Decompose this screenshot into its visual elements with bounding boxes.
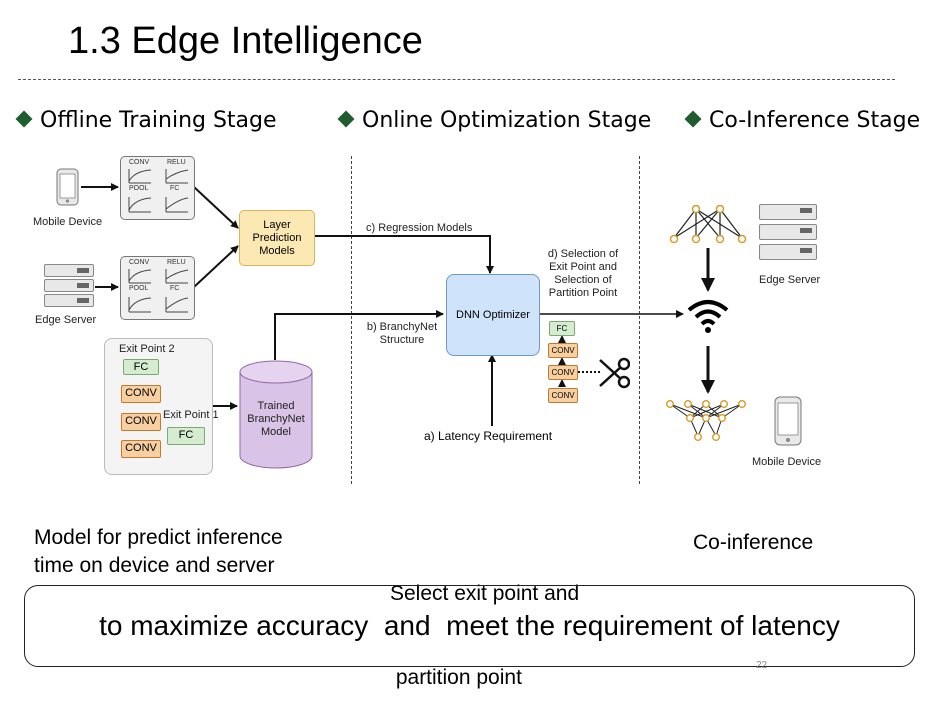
offline-caption-line: time on device and server (34, 554, 275, 577)
online-caption-line: partition point (390, 666, 522, 689)
conv-layer-block: CONV (548, 343, 578, 358)
coinference-mobile-device-label: Mobile Device (752, 456, 822, 468)
fc-layer-block: FC (167, 427, 205, 445)
stage-separator (351, 156, 352, 484)
offline-caption: Model for predict inference time on devi… (34, 524, 283, 580)
layer-profile-box-server: CONV RELU POOL FC (120, 256, 195, 320)
goal-text: to maximize accuracy and meet the requir… (99, 610, 840, 641)
smartphone-icon (774, 396, 802, 446)
mobile-device-label: Mobile Device (33, 216, 103, 228)
selection-label: d) Selection of Exit Point and Selection… (547, 248, 619, 299)
stage-co-inference: Co-Inference Stage (684, 108, 921, 133)
fc-profile-label: FC (170, 285, 180, 292)
conv-layer-block: CONV (121, 440, 161, 458)
stage-label: Co-Inference Stage (709, 108, 921, 133)
diagram-arrows (81, 183, 715, 439)
conv-layer-block: CONV (121, 385, 161, 403)
database-cylinder-icon (239, 360, 313, 469)
stage-offline-training: Offline Training Stage (15, 108, 277, 133)
stage-label: Online Optimization Stage (362, 108, 652, 133)
pool-profile-label: POOL (129, 185, 149, 192)
goal-box: to maximize accuracy and meet the requir… (24, 585, 915, 667)
smartphone-icon (56, 168, 79, 206)
latency-requirement-label: a) Latency Requirement (424, 429, 553, 443)
server-icon (44, 264, 94, 309)
trained-model-label: Trained BranchyNet Model (247, 400, 305, 438)
scissors-icon (598, 356, 631, 390)
branchynet-structure-label: b) BranchyNet Structure (366, 321, 438, 346)
pool-profile-label: POOL (129, 285, 149, 292)
profile-curves-icon (128, 169, 189, 213)
layer-profile-box-mobile: CONV RELU POOL FC (120, 156, 195, 220)
conv-profile-label: CONV (129, 259, 150, 266)
neural-network-icon (664, 398, 750, 446)
stage-online-optimization: Online Optimization Stage (337, 108, 652, 133)
online-caption-line: Select exit point and (390, 582, 580, 605)
slide-title: 1.3 Edge Intelligence (68, 20, 423, 62)
exit-point-1-label: Exit Point 1 (163, 409, 219, 421)
offline-caption-line: Model for predict inference (34, 526, 283, 549)
conv-layer-block: CONV (121, 413, 161, 431)
trained-branchynet-model-db: Trained BranchyNet Model (239, 360, 313, 470)
branchynet-structure-box: Exit Point 2 FC CONV CONV CONV Exit Poin… (104, 338, 219, 475)
layer-prediction-models-box: Layer Prediction Models (239, 210, 315, 266)
regression-models-label: c) Regression Models (366, 222, 473, 234)
conv-layer-block: CONV (548, 388, 578, 403)
edge-server-label: Edge Server (35, 314, 97, 326)
profile-curves-icon (128, 269, 189, 313)
stage-separator (639, 156, 640, 484)
fc-profile-label: FC (170, 185, 180, 192)
dnn-optimizer-label: DNN Optimizer (456, 309, 530, 321)
relu-profile-label: RELU (167, 259, 186, 266)
fc-layer-block: FC (123, 359, 159, 375)
conv-layer-block: CONV (548, 365, 578, 380)
relu-profile-label: RELU (167, 159, 186, 166)
exit-point-2-label: Exit Point 2 (119, 343, 175, 355)
dnn-optimizer-box: DNN Optimizer (446, 274, 540, 356)
neural-network-icon (666, 204, 750, 245)
stage-label: Offline Training Stage (40, 108, 277, 133)
title-divider (18, 79, 895, 80)
server-icon (759, 204, 817, 264)
wifi-icon (686, 296, 730, 334)
coinference-edge-server-label: Edge Server (759, 274, 821, 286)
coinference-caption: Co-inference (693, 531, 814, 554)
conv-profile-label: CONV (129, 159, 150, 166)
fc-layer-block: FC (549, 321, 575, 336)
layer-prediction-label: Layer Prediction Models (252, 218, 302, 257)
online-caption: Select exit point and partition point (390, 524, 579, 720)
page-number: 22 (756, 660, 768, 671)
